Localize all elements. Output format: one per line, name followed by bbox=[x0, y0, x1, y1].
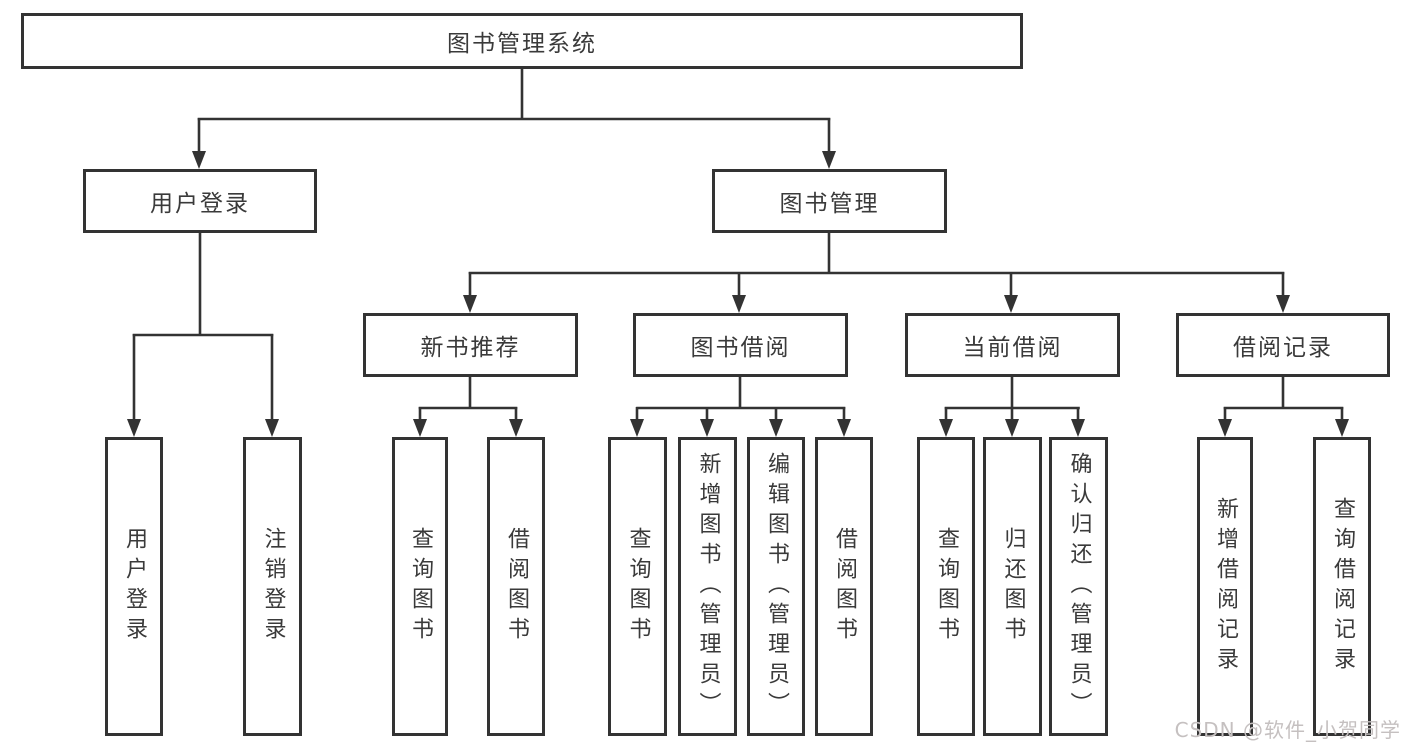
leaf-borrowing-query-books: 查询图书 bbox=[608, 437, 667, 736]
leaf-current-query-books-label: 查询图书 bbox=[934, 526, 959, 647]
leaf-borrowing-borrow-books-label: 借阅图书 bbox=[832, 526, 857, 647]
node-book-management: 图书管理 bbox=[712, 169, 947, 233]
leaf-recommend-query-books-label: 查询图书 bbox=[408, 526, 433, 647]
leaf-borrowing-add-books-admin-label: 新增图书（管理员） bbox=[695, 451, 721, 722]
node-current-borrowing: 当前借阅 bbox=[905, 313, 1120, 377]
connector-records-to-leaves bbox=[1218, 377, 1349, 437]
node-root-label: 图书管理系统 bbox=[447, 31, 597, 57]
leaf-current-return-books: 归还图书 bbox=[983, 437, 1042, 736]
leaf-borrowing-edit-books-admin: 编辑图书（管理员） bbox=[747, 437, 805, 736]
leaf-recommend-borrow-books: 借阅图书 bbox=[487, 437, 545, 736]
node-current-borrowing-label: 当前借阅 bbox=[962, 335, 1063, 361]
node-book-management-label: 图书管理 bbox=[779, 191, 880, 217]
leaf-logout-label: 注销登录 bbox=[260, 526, 286, 647]
node-user-login-label: 用户登录 bbox=[150, 191, 250, 217]
watermark: CSDN @软件_小贺同学 bbox=[1174, 718, 1401, 742]
connector-root-to-level2 bbox=[192, 69, 836, 169]
leaf-user-login: 用户登录 bbox=[105, 437, 163, 736]
leaf-borrowing-edit-books-admin-label: 编辑图书（管理员） bbox=[764, 451, 789, 722]
node-user-login: 用户登录 bbox=[83, 169, 317, 233]
leaf-user-login-label: 用户登录 bbox=[122, 526, 147, 647]
node-new-book-recommend: 新书推荐 bbox=[363, 313, 578, 377]
leaf-current-confirm-return-admin: 确认归还（管理员） bbox=[1049, 437, 1108, 736]
leaf-records-query-record-label: 查询借阅记录 bbox=[1330, 496, 1355, 677]
leaf-current-query-books: 查询图书 bbox=[917, 437, 975, 736]
leaf-records-query-record: 查询借阅记录 bbox=[1313, 437, 1371, 736]
node-root: 图书管理系统 bbox=[21, 13, 1023, 69]
connector-management-to-level3 bbox=[463, 233, 1290, 313]
node-borrowing-records: 借阅记录 bbox=[1176, 313, 1390, 377]
connector-login-to-leaves bbox=[127, 233, 279, 437]
node-book-borrowing-label: 图书借阅 bbox=[690, 335, 791, 361]
leaf-records-add-record: 新增借阅记录 bbox=[1197, 437, 1253, 736]
node-book-borrowing: 图书借阅 bbox=[633, 313, 848, 377]
leaf-recommend-query-books: 查询图书 bbox=[392, 437, 448, 736]
leaf-current-return-books-label: 归还图书 bbox=[1000, 526, 1026, 647]
connector-current-to-leaves bbox=[939, 377, 1085, 437]
node-new-book-recommend-label: 新书推荐 bbox=[420, 335, 521, 361]
connector-recommend-to-leaves bbox=[413, 377, 523, 437]
leaf-records-add-record-label: 新增借阅记录 bbox=[1213, 496, 1238, 677]
leaf-borrowing-add-books-admin: 新增图书（管理员） bbox=[678, 437, 737, 736]
leaf-borrowing-borrow-books: 借阅图书 bbox=[815, 437, 873, 736]
leaf-logout: 注销登录 bbox=[243, 437, 302, 736]
leaf-borrowing-query-books-label: 查询图书 bbox=[625, 526, 651, 647]
leaf-recommend-borrow-books-label: 借阅图书 bbox=[504, 526, 529, 647]
connector-borrowing-to-leaves bbox=[630, 377, 851, 437]
node-borrowing-records-label: 借阅记录 bbox=[1233, 335, 1333, 361]
leaf-current-confirm-return-admin-label: 确认归还（管理员） bbox=[1066, 451, 1092, 722]
